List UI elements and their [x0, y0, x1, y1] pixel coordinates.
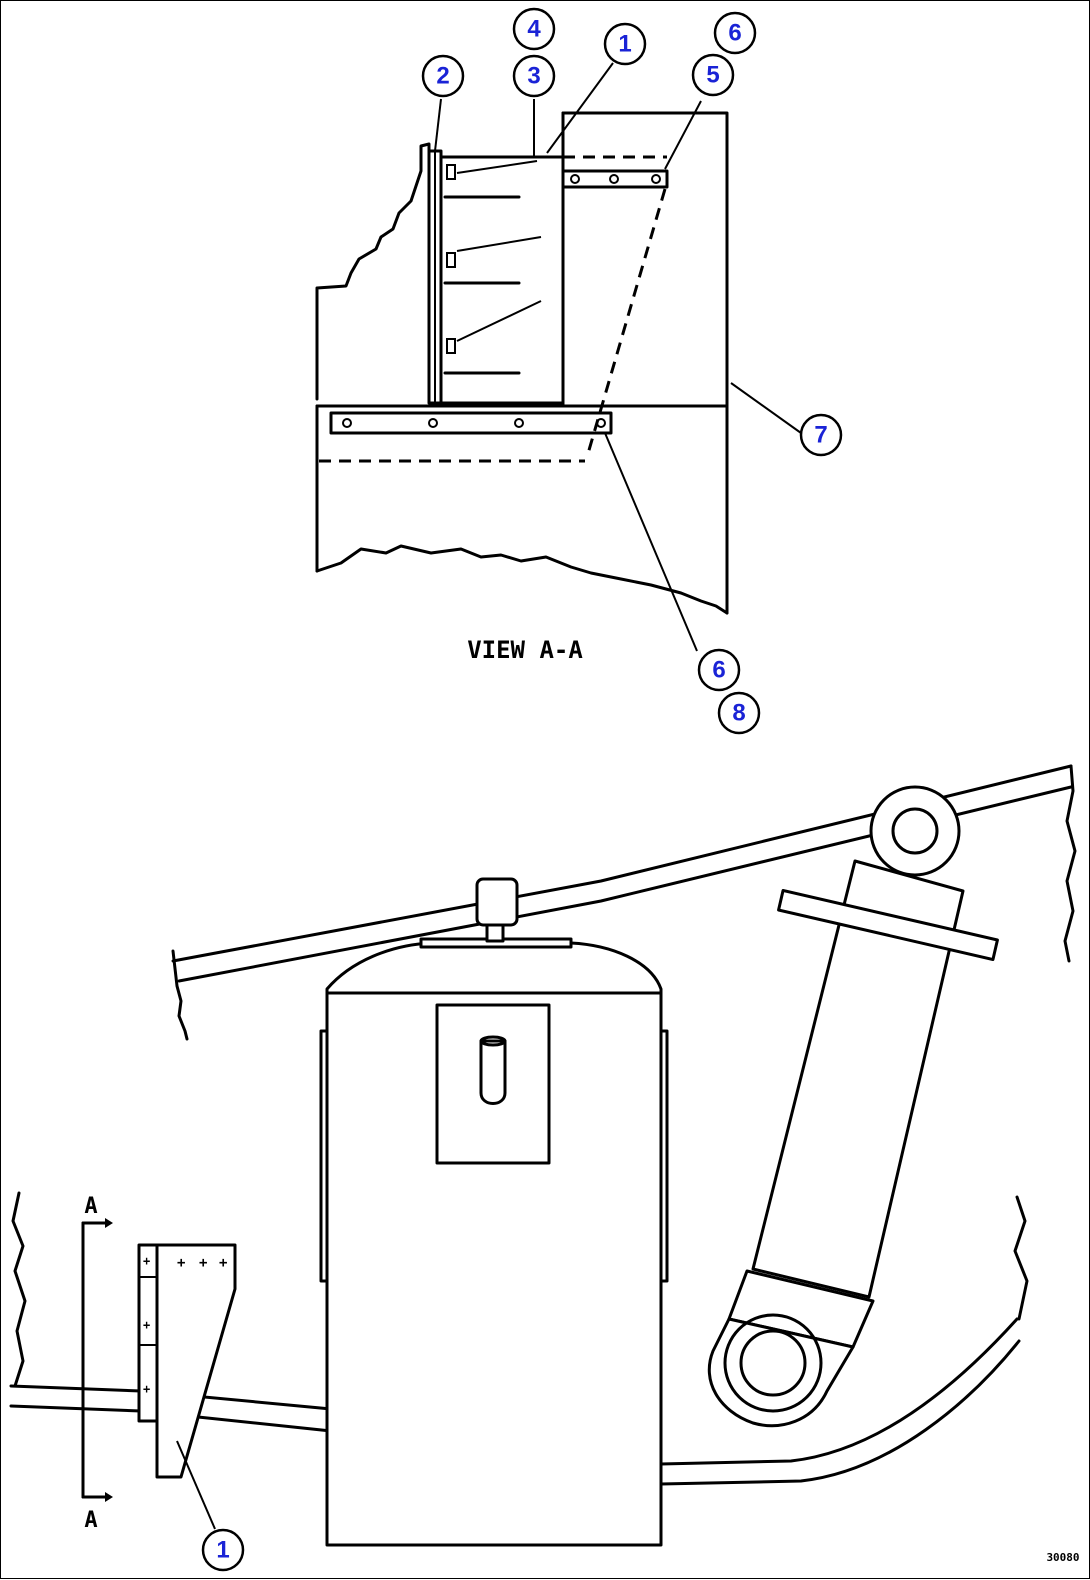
svg-text:+: +: [143, 1318, 150, 1332]
svg-text:+: +: [177, 1255, 185, 1271]
callout-6-top: 6: [713, 11, 757, 55]
hydraulic-cylinder: [707, 785, 999, 1428]
svg-text:7: 7: [814, 422, 827, 449]
svg-text:3: 3: [527, 63, 540, 90]
callout-3: 3: [512, 54, 556, 98]
svg-text:1: 1: [618, 31, 631, 58]
svg-text:4: 4: [527, 16, 541, 43]
callout-8: 8: [717, 691, 761, 735]
svg-text:5: 5: [706, 62, 719, 89]
callout-2: 2: [421, 54, 465, 98]
svg-text:+: +: [199, 1255, 207, 1271]
svg-text:+: +: [143, 1382, 150, 1396]
section-marker-top: A: [84, 1194, 97, 1219]
svg-text:6: 6: [712, 657, 725, 684]
svg-text:+: +: [219, 1255, 227, 1271]
svg-text:8: 8: [732, 700, 745, 727]
view-a-a-detail: VIEW A-A: [315, 62, 802, 664]
section-marker-a-a: A A: [81, 1194, 113, 1533]
callout-1-bottom: 1: [201, 1528, 245, 1572]
main-assembly: + + + + + + A A: [9, 764, 1077, 1547]
callout-6-bottom: 6: [697, 648, 741, 692]
drawing-code: 30080: [1046, 1551, 1079, 1564]
callout-1: 1: [603, 22, 647, 66]
svg-text:2: 2: [436, 63, 449, 90]
tank: [319, 877, 669, 1547]
section-marker-bottom: A: [84, 1508, 97, 1533]
mounting-bracket: + + + + + +: [137, 1243, 237, 1530]
svg-text:6: 6: [728, 20, 741, 47]
callout-4: 4: [512, 7, 556, 51]
view-label: VIEW A-A: [467, 636, 583, 664]
svg-text:+: +: [143, 1254, 150, 1268]
svg-text:1: 1: [216, 1537, 229, 1564]
callout-7: 7: [799, 413, 843, 457]
callout-5: 5: [691, 53, 735, 97]
